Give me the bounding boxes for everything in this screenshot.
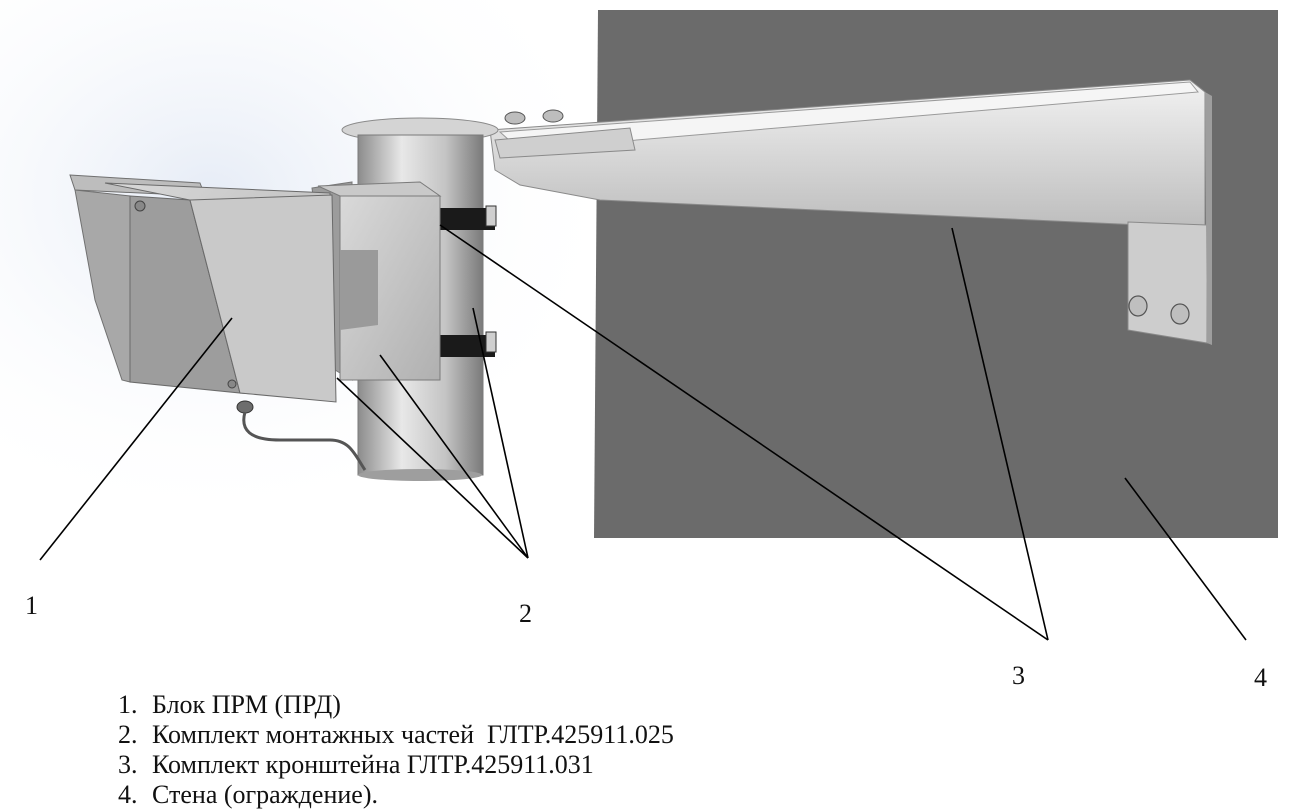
legend-item-number: 3. [118,750,138,779]
legend-item-text: Стена (ограждение). [152,780,378,809]
legend-item-number: 4. [118,780,138,809]
legend-item-number: 2. [118,720,138,749]
callout-3: 3 [1012,661,1025,690]
legend-item-text: Блок ПРМ (ПРД) [152,690,341,719]
callout-4: 4 [1254,663,1267,692]
legend-item: 3. Комплект кронштейна ГЛТР.425911.031 [118,750,674,780]
legend-item: 2. Комплект монтажных частей ГЛТР.425911.… [118,720,674,750]
leader-line-3b [951,227,1049,641]
leader-line-4 [1124,477,1247,641]
legend-item-number: 1. [118,690,138,719]
legend-item-text: Комплект монтажных частей ГЛТР.425911.02… [152,720,674,749]
legend-item: 1. Блок ПРМ (ПРД) [118,690,674,720]
leader-line-1 [39,317,233,561]
legend-item: 4. Стена (ограждение). [118,780,674,810]
leader-line-2a [336,377,529,559]
leader-lines [39,224,1247,641]
parts-legend: 1. Блок ПРМ (ПРД) 2. Комплект монтажных ча… [118,690,674,810]
leader-line-2b [379,354,529,559]
leader-line-3a [439,224,1049,641]
bracket-arm [489,79,1212,345]
callout-1: 1 [25,591,38,620]
legend-item-text: Комплект кронштейна ГЛТР.425911.031 [152,750,594,779]
leader-line-2c [472,307,529,559]
clamp-straps [430,205,497,357]
callout-2: 2 [519,599,532,628]
